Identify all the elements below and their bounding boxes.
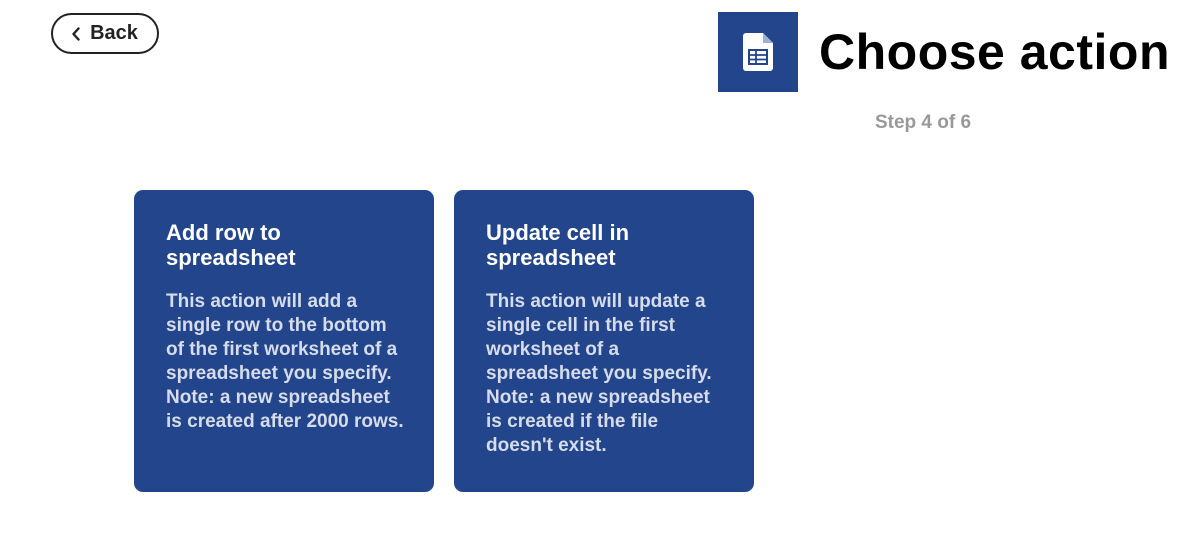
back-label: Back	[90, 22, 138, 44]
sheet-document-icon	[743, 33, 773, 71]
action-card-update-cell[interactable]: Update cell in spreadsheet This action w…	[454, 190, 754, 492]
action-card-description: This action will update a single cell in…	[486, 291, 712, 456]
google-sheets-icon	[718, 12, 798, 92]
back-button[interactable]: Back	[51, 13, 159, 54]
page-header: Choose action	[718, 12, 1170, 92]
action-list: Add row to spreadsheet This action will …	[134, 190, 754, 492]
chevron-left-icon	[72, 26, 80, 41]
action-card-description: This action will add a single row to the…	[166, 291, 404, 432]
action-card-title: Add row to spreadsheet	[166, 220, 296, 270]
step-indicator: Step 4 of 6	[874, 112, 972, 133]
action-card-add-row[interactable]: Add row to spreadsheet This action will …	[134, 190, 434, 492]
action-card-title: Update cell in spreadsheet	[486, 220, 630, 270]
page-title: Choose action	[819, 24, 1170, 80]
